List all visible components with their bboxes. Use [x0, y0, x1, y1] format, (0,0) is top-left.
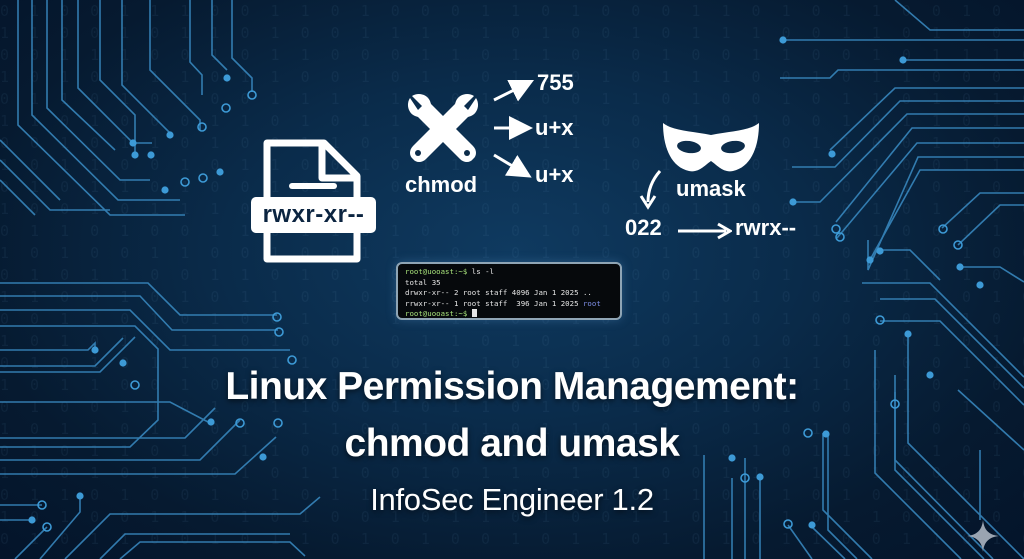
arrow-right-icon — [678, 222, 732, 240]
terminal-prompt: root@uooast:~$ — [405, 309, 468, 318]
terminal-line: rrwxr-xr-- 1 root staff 396 Jan 1 2025 — [405, 298, 583, 308]
terminal-line: drwxr-xr-- 2 root staff 4096 Jan 1 2025 … — [405, 288, 592, 297]
sparkle-icon — [967, 520, 999, 552]
terminal-line-suffix: root — [582, 298, 601, 308]
umask-value: 022 — [625, 215, 662, 240]
curved-arrow-icon — [639, 170, 662, 210]
terminal-cursor — [471, 309, 477, 317]
terminal-prompt: root@uooast:~$ — [405, 267, 468, 276]
main-title-line1: Linux Permission Management: — [225, 365, 799, 408]
chmod-output-755: 755 — [537, 70, 574, 95]
chmod-arrows — [493, 80, 535, 178]
chmod-label: chmod — [405, 172, 478, 197]
mask-icon — [663, 123, 759, 172]
permission-string-label: rwxr-xr-- — [251, 197, 376, 233]
chmod-output-ux-1: u+x — [535, 115, 574, 140]
chmod-output-ux-2: u+x — [535, 162, 574, 187]
terminal-window: root@uooast:~$ ls -l total 35 drwxr-xr--… — [396, 262, 622, 320]
subtitle: InfoSec Engineer 1.2 — [370, 482, 654, 517]
umask-result: rwrx-- — [735, 215, 797, 240]
wrench-screwdriver-icon — [407, 93, 479, 162]
main-title-line2: chmod and umask — [344, 422, 680, 465]
terminal-command: ls -l — [467, 267, 494, 276]
umask-label: umask — [676, 176, 746, 201]
terminal-line: total 35 — [405, 277, 441, 287]
